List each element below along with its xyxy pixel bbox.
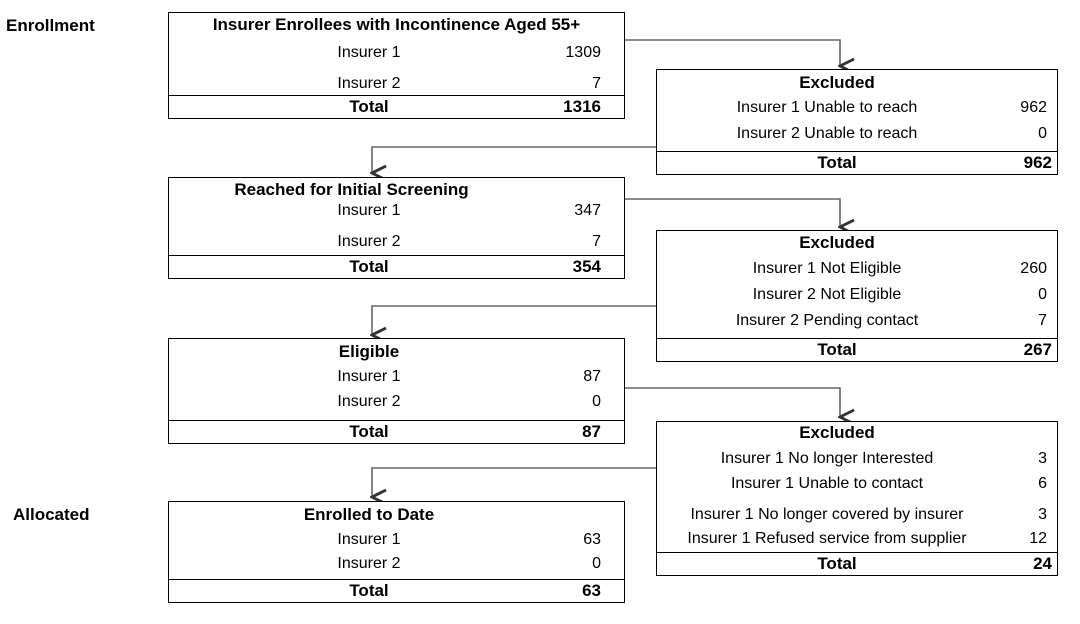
box-title: Enrolled to Date (303, 505, 435, 524)
row-label-excluded: Insurer 2 Not Eligible (752, 286, 902, 303)
allocated-label: Allocated (13, 505, 90, 524)
row-label-insurer-1: Insurer 1 (337, 531, 401, 548)
row-label-insurer-1: Insurer 1 (337, 368, 401, 385)
total-label: Total (817, 153, 857, 172)
row-label-excluded: Insurer 1 Unable to reach (736, 99, 918, 116)
box-excluded-no-longer-interested: Excluded Insurer 1 No longer Interested … (656, 421, 1058, 576)
row-label-insurer-2: Insurer 2 (337, 393, 401, 410)
box-title: Insurer Enrollees with Incontinence Aged… (212, 15, 581, 34)
total-row: Total 1316 (169, 95, 624, 118)
row-value-insurer-1: 87 (583, 368, 601, 385)
row-label-insurer-2: Insurer 2 (337, 75, 401, 92)
total-label: Total (349, 581, 389, 600)
total-label: Total (817, 554, 857, 573)
total-row: Total 354 (169, 255, 624, 278)
total-row: Total 267 (657, 338, 1057, 361)
arrow-box2-to-excluded2 (625, 198, 840, 227)
row-label-excluded: Insurer 1 Refused service from supplier (687, 530, 967, 547)
total-row: Total 962 (657, 151, 1057, 174)
row-value-insurer-1: 347 (574, 202, 601, 219)
total-value: 354 (572, 257, 601, 276)
row-value-insurer-2: 0 (592, 555, 601, 572)
row-value-insurer-2: 7 (592, 75, 601, 92)
row-label-insurer-1: Insurer 1 (337, 44, 401, 61)
arrow-box3-to-excluded3 (625, 387, 840, 417)
row-label-excluded: Insurer 2 Unable to reach (736, 125, 918, 142)
row-value-excluded: 0 (1038, 125, 1047, 142)
enrollment-label: Enrollment (6, 16, 95, 35)
total-row: Total 63 (169, 579, 624, 602)
arrow-excluded3-to-box4 (372, 467, 657, 497)
total-label: Total (349, 97, 389, 116)
box-reached-initial-screening: Reached for Initial Screening Insurer 1 … (168, 177, 625, 279)
total-value: 1316 (563, 97, 601, 116)
row-value-excluded: 12 (1029, 530, 1047, 547)
total-value: 63 (582, 581, 601, 600)
total-label: Total (349, 422, 389, 441)
total-value: 87 (582, 422, 601, 441)
total-value: 962 (1023, 153, 1052, 172)
box-title: Eligible (338, 342, 400, 361)
box-insurer-enrollees: Insurer Enrollees with Incontinence Aged… (168, 12, 625, 119)
total-row: Total 87 (169, 420, 624, 443)
box-excluded-not-eligible: Excluded Insurer 1 Not Eligible 260 Insu… (656, 230, 1058, 362)
box-excluded-unable-to-reach: Excluded Insurer 1 Unable to reach 962 I… (656, 69, 1058, 175)
arrow-excluded2-to-box3 (372, 305, 657, 335)
arrow-excluded1-to-box2 (372, 146, 657, 173)
total-label: Total (349, 257, 389, 276)
total-value: 267 (1023, 340, 1052, 359)
row-value-insurer-1: 63 (583, 531, 601, 548)
box-title: Excluded (799, 73, 875, 92)
total-row: Total 24 (657, 552, 1057, 575)
row-label-excluded: Insurer 2 Pending contact (735, 312, 919, 329)
box-title: Excluded (799, 423, 875, 442)
row-label-insurer-2: Insurer 2 (337, 233, 401, 250)
row-label-insurer-1: Insurer 1 (337, 202, 401, 219)
box-enrolled-to-date: Enrolled to Date Insurer 1 63 Insurer 2 … (168, 501, 625, 603)
row-value-excluded: 3 (1038, 450, 1047, 467)
row-label-excluded: Insurer 1 No longer Interested (720, 450, 934, 467)
row-value-excluded: 3 (1038, 506, 1047, 523)
row-value-excluded: 6 (1038, 475, 1047, 492)
box-title: Excluded (799, 233, 875, 252)
row-label-excluded: Insurer 1 Not Eligible (752, 260, 902, 277)
arrow-box1-to-excluded1 (625, 39, 840, 66)
total-value: 24 (1033, 554, 1052, 573)
total-label: Total (817, 340, 857, 359)
row-value-insurer-2: 0 (592, 393, 601, 410)
box-title: Reached for Initial Screening (234, 180, 469, 199)
box-eligible: Eligible Insurer 1 87 Insurer 2 0 Total … (168, 338, 625, 444)
row-value-excluded: 0 (1038, 286, 1047, 303)
row-label-excluded: Insurer 1 Unable to contact (730, 475, 924, 492)
row-value-excluded: 260 (1020, 260, 1047, 277)
row-label-insurer-2: Insurer 2 (337, 555, 401, 572)
row-value-insurer-1: 1309 (565, 44, 601, 61)
row-value-excluded: 7 (1038, 312, 1047, 329)
row-label-excluded: Insurer 1 No longer covered by insurer (690, 506, 964, 523)
row-value-excluded: 962 (1020, 99, 1047, 116)
row-value-insurer-2: 7 (592, 233, 601, 250)
